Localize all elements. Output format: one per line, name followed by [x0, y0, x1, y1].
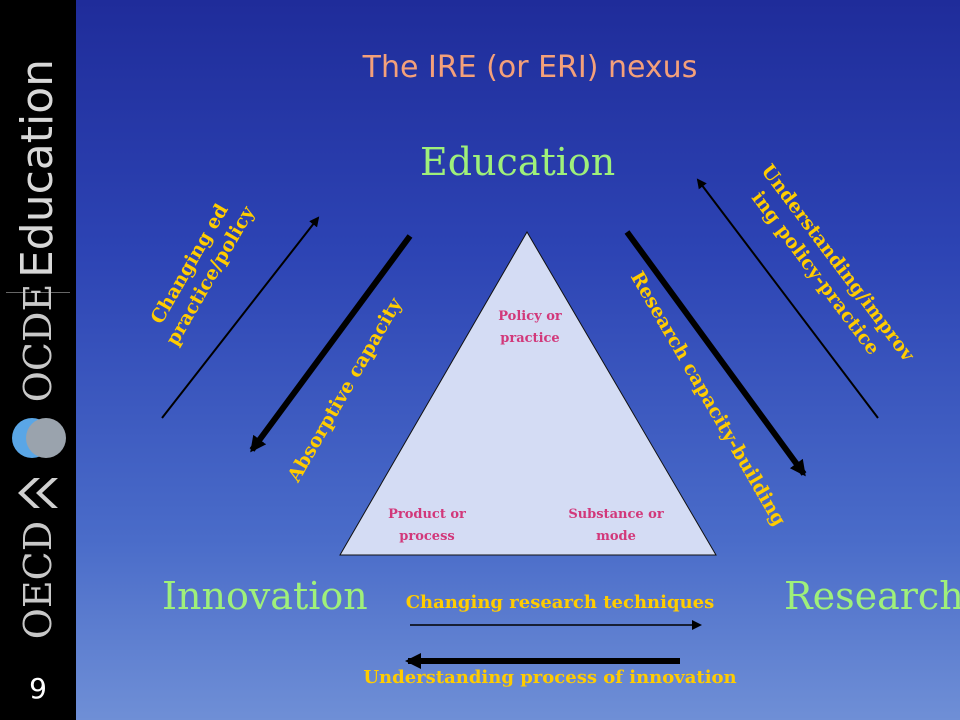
- oecd-logo-mark-icon: [18, 478, 58, 508]
- understanding-policy-arrow: [696, 178, 879, 419]
- sidebar: Education OCDE OECD 9: [0, 0, 76, 720]
- oecd-logo-circle-gray: [26, 418, 66, 458]
- label-understanding-innovation: Understanding process of innovation: [363, 667, 737, 688]
- corner-innovation: Innovation: [162, 574, 368, 618]
- triangle-label-substance: Substance or mode: [568, 507, 664, 544]
- nexus-triangle: [339, 231, 717, 556]
- research-capacity-arrow: [624, 230, 807, 477]
- corner-research: Research: [784, 574, 960, 618]
- changing-practice-arrow: [161, 216, 320, 419]
- slide-title: The IRE (or ERI) nexus: [362, 50, 698, 85]
- triangle-label-policy: Policy or practice: [498, 309, 562, 346]
- absorptive-capacity-arrow: [249, 234, 413, 453]
- label-changing-techniques: Changing research techniques: [405, 592, 715, 613]
- sidebar-divider: [6, 292, 70, 293]
- corner-education: Education: [420, 140, 616, 184]
- triangle-label-product: Product or process: [388, 507, 466, 544]
- page-number: 9: [29, 672, 47, 705]
